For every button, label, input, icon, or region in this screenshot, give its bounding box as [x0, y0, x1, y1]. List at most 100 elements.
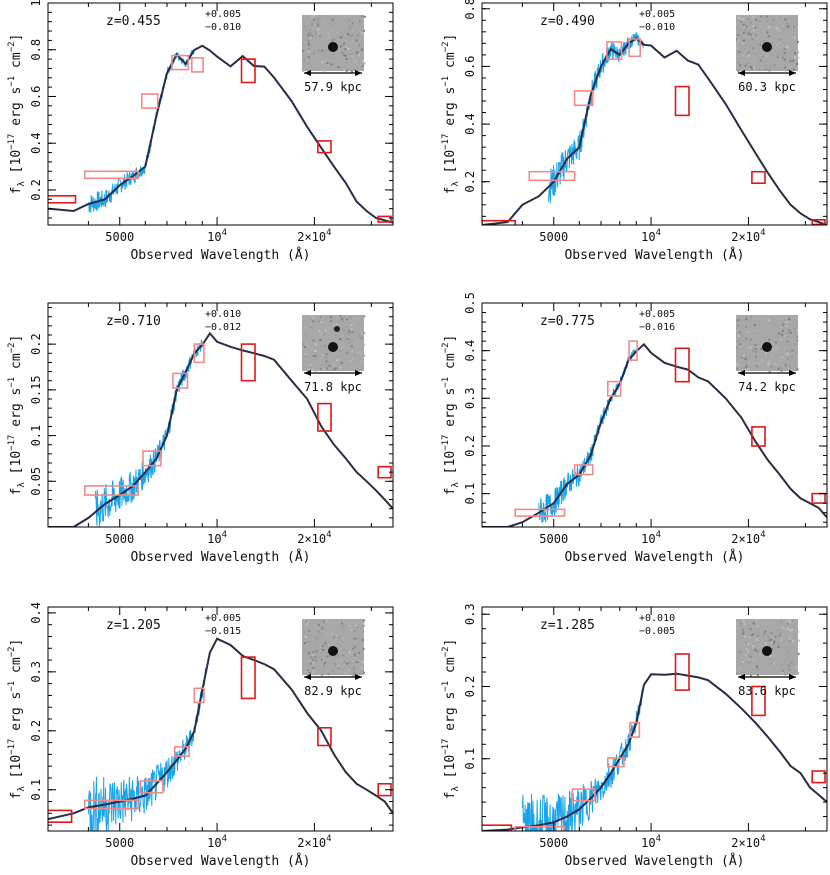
- thumbnail-noise: [350, 54, 353, 57]
- thumbnail-noise: [327, 32, 330, 35]
- thumbnail-noise: [797, 630, 799, 633]
- x-axis-label: Observed Wavelength (Å): [564, 853, 744, 869]
- thumbnail-noise: [321, 28, 324, 31]
- thumbnail-noise: [745, 642, 748, 645]
- x-tick-label: 5000: [539, 836, 568, 850]
- thumbnail-noise: [762, 354, 765, 357]
- thumbnail-noise: [363, 62, 366, 65]
- thumbnail-noise: [334, 663, 337, 666]
- thumbnail-noise: [338, 34, 341, 37]
- thumbnail-noise: [772, 653, 775, 656]
- thumbnail-noise: [352, 667, 355, 670]
- thumbnail-noise: [310, 327, 312, 330]
- thumbnail-noise: [342, 654, 345, 657]
- photometry-point: [573, 90, 594, 107]
- thumbnail-noise: [352, 337, 355, 340]
- thumbnail-noise: [319, 15, 322, 17]
- thumbnail-noise: [769, 639, 772, 642]
- thumbnail-noise: [752, 349, 755, 352]
- thumbnail-noise: [307, 56, 310, 58]
- thumbnail-noise: [793, 36, 796, 39]
- galaxy-blob: [762, 646, 772, 656]
- thumbnail-noise: [350, 53, 353, 56]
- thumbnail-noise: [304, 636, 307, 639]
- thumbnail-noise: [752, 625, 755, 628]
- thumbnail-noise: [351, 366, 354, 369]
- thumbnail-noise: [319, 34, 322, 37]
- thumbnail-noise: [344, 663, 347, 666]
- thumbnail-noise: [363, 354, 366, 357]
- thumbnail-noise: [796, 339, 799, 342]
- thumbnail-noise: [348, 65, 351, 68]
- thumbnail-noise: [351, 331, 354, 334]
- thumbnail-noise: [343, 649, 346, 652]
- photometry-point: [811, 492, 826, 504]
- thumbnail-noise: [781, 356, 784, 358]
- thumbnail-noise: [350, 30, 353, 33]
- photometry-point: [514, 508, 566, 517]
- thumbnail-noise: [736, 38, 739, 41]
- thumbnail-noise: [782, 56, 784, 59]
- thumbnail-noise: [741, 18, 744, 21]
- thumbnail-noise: [322, 354, 324, 357]
- thumbnail-noise: [768, 360, 771, 363]
- thumbnail-noise: [307, 42, 310, 45]
- thumbnail-noise: [306, 633, 309, 636]
- thumbnail-noise: [320, 321, 322, 323]
- thumbnail-noise: [325, 353, 328, 356]
- thumbnail-noise: [355, 637, 358, 640]
- thumbnail-noise: [776, 347, 779, 350]
- redshift-upper-error: +0.005: [639, 309, 675, 320]
- y-tick-label: 0.6: [463, 56, 477, 78]
- thumbnail-noise: [742, 620, 745, 623]
- thumbnail-noise: [328, 364, 331, 367]
- thumbnail-noise: [747, 62, 750, 65]
- thumbnail-noise: [348, 639, 351, 642]
- thumbnail-noise: [760, 15, 763, 18]
- thumbnail-noise: [307, 50, 310, 53]
- thumbnail-noise: [789, 352, 792, 355]
- thumbnail-noise: [303, 631, 306, 633]
- thumbnail-noise: [360, 15, 363, 18]
- y-tick-label: 0.5: [463, 292, 477, 314]
- thumbnail-noise: [788, 628, 791, 631]
- x-axis-label: Observed Wavelength (Å): [564, 247, 744, 263]
- thumbnail-noise: [743, 644, 746, 646]
- thumbnail-noise: [359, 351, 362, 354]
- thumbnail-noise: [328, 655, 331, 657]
- galaxy-blob: [328, 646, 338, 656]
- thumbnail-noise: [349, 316, 352, 319]
- thumbnail-noise: [752, 29, 755, 32]
- thumbnail-noise: [351, 675, 354, 677]
- thumbnail-noise: [786, 335, 789, 338]
- thumbnail-noise: [744, 25, 747, 28]
- thumbnail-noise: [759, 653, 762, 656]
- thumbnail-noise: [349, 47, 351, 50]
- thumbnail-noise: [775, 341, 777, 344]
- thumbnail-noise: [749, 674, 752, 677]
- thumbnail-noise: [739, 64, 742, 67]
- thumbnail-noise: [752, 16, 755, 19]
- model-sed-line: [48, 44, 393, 224]
- thumbnail-noise: [360, 328, 363, 331]
- scale-arrow-left: [738, 70, 745, 76]
- thumbnail-noise: [337, 66, 340, 69]
- thumbnail-noise: [786, 342, 789, 344]
- thumbnail-noise: [761, 345, 764, 347]
- thumbnail-noise: [337, 665, 340, 668]
- thumbnail-noise: [786, 25, 789, 28]
- thumbnail-noise: [339, 315, 342, 318]
- photometry-point: [606, 757, 625, 768]
- y-tick-label: 0.6: [29, 86, 43, 108]
- thumbnail-noise: [752, 47, 755, 50]
- thumbnail-noise: [761, 55, 764, 58]
- thumbnail-noise: [317, 32, 320, 35]
- thumbnail-noise: [777, 367, 780, 370]
- thumbnail-noise: [758, 19, 761, 22]
- thumbnail-noise: [737, 70, 740, 73]
- thumbnail-noise: [737, 324, 740, 327]
- thumbnail-noise: [778, 367, 781, 369]
- photometry-point: [674, 85, 690, 117]
- thumbnail-noise: [747, 642, 750, 645]
- thumbnail-noise: [783, 48, 786, 51]
